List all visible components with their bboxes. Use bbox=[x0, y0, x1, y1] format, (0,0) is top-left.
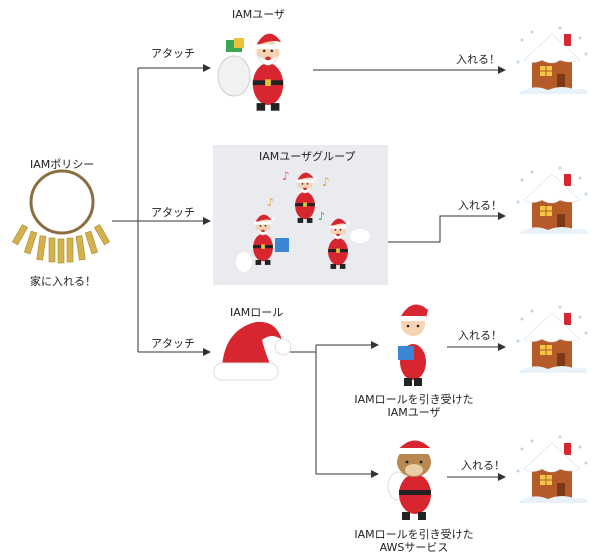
svg-text:♪: ♪ bbox=[267, 196, 274, 209]
house-icon-2 bbox=[516, 166, 589, 235]
attach-label-user: アタッチ bbox=[151, 47, 195, 60]
assumed-service-caption-line2: AWSサービス bbox=[379, 541, 449, 554]
santa-animal-icon bbox=[387, 440, 434, 520]
house-icon-3 bbox=[516, 305, 589, 374]
policy-caption: 家に入れる！ bbox=[30, 275, 96, 288]
assumed-user-caption: IAMロールを引き受けた IAMユーザ bbox=[348, 393, 480, 419]
key-ring-icon bbox=[11, 169, 111, 264]
house-icon-1 bbox=[516, 26, 589, 95]
assumed-service-caption: IAMロールを引き受けた AWSサービス bbox=[348, 528, 480, 554]
iam-role-title: IAMロール bbox=[230, 306, 284, 319]
enter-label-assumed-service: 入れる！ bbox=[461, 459, 505, 472]
house-icon-4 bbox=[516, 435, 589, 504]
santa-hat-icon bbox=[213, 321, 292, 381]
santa-boy-icon bbox=[398, 304, 428, 386]
policy-title: IAMポリシー bbox=[30, 158, 95, 171]
enter-label-assumed-user: 入れる！ bbox=[458, 329, 502, 342]
svg-text:♪: ♪ bbox=[282, 169, 290, 183]
svg-text:♪: ♪ bbox=[318, 210, 325, 223]
enter-label-group: 入れる！ bbox=[458, 199, 502, 212]
connector-lines bbox=[112, 64, 506, 481]
assumed-user-caption-line2: IAMユーザ bbox=[387, 406, 441, 419]
enter-label-user: 入れる！ bbox=[456, 53, 500, 66]
attach-label-role: アタッチ bbox=[151, 337, 195, 350]
assumed-service-caption-line1: IAMロールを引き受けた bbox=[354, 528, 474, 541]
iam-group-title: IAMユーザグループ bbox=[259, 150, 356, 163]
iam-user-title: IAMユーザ bbox=[232, 8, 286, 21]
santa-with-sack-icon bbox=[217, 33, 287, 112]
santa-group-icon: ♪ ♪ ♪ ♪ bbox=[236, 169, 370, 272]
svg-text:♪: ♪ bbox=[322, 175, 330, 189]
assumed-user-caption-line1: IAMロールを引き受けた bbox=[354, 393, 474, 406]
attach-label-group: アタッチ bbox=[151, 206, 195, 219]
